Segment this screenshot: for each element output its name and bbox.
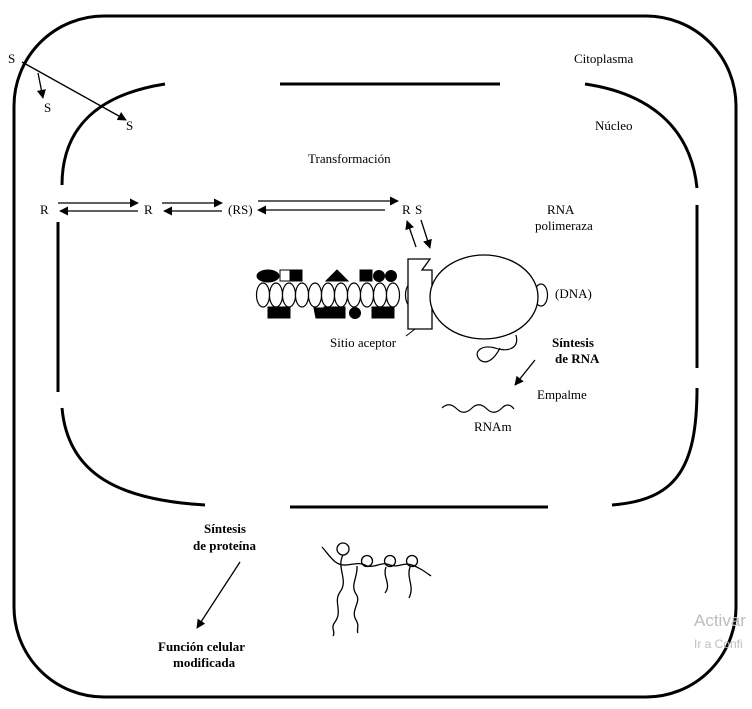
label-funcion-celular-1: Función celular [158, 639, 245, 654]
rna-synthesis-arrow [514, 359, 536, 386]
label-rna-polimeraza-2: polimeraza [535, 218, 593, 233]
nascent-rna-strand [476, 334, 518, 363]
mrna-strand [441, 404, 515, 413]
cell-membrane [12, 14, 738, 699]
label-sintesis-proteina-1: Síntesis [204, 521, 246, 536]
acceptor-site [407, 258, 433, 330]
signal-s-outer: S [8, 51, 15, 66]
label-empalme: Empalme [537, 387, 587, 402]
label-citoplasma: Citoplasma [574, 51, 633, 66]
receptor-r1: R [40, 202, 49, 217]
label-sintesis-rna-1: Síntesis [552, 335, 594, 350]
receptor-r2: R [144, 202, 153, 217]
label-rna-polimeraza-1: RNA [547, 202, 575, 217]
equilibrium-arrows [58, 196, 432, 249]
complex-rs: (RS) [228, 202, 253, 217]
rna-polymerase [429, 254, 539, 340]
signal-s-bound: S [415, 202, 422, 217]
signal-s-left: S [44, 100, 51, 115]
label-funcion-celular-2: modificada [173, 655, 236, 670]
nuclear-envelope [56, 82, 699, 509]
polysome [321, 542, 432, 637]
label-dna: (DNA) [555, 286, 592, 301]
watermark-line2: Ir a Confi [694, 637, 743, 651]
label-sintesis-rna-2: de RNA [555, 351, 600, 366]
watermark-line1: Activar [694, 611, 746, 630]
receptor-r3: R [402, 202, 411, 217]
label-sintesis-proteina-2: de proteína [193, 538, 256, 553]
acceptor-pointer-line [405, 328, 416, 337]
protein-synthesis-arrow [196, 561, 241, 629]
chromatin-proteins [256, 269, 397, 319]
label-sitio-aceptor: Sitio aceptor [330, 335, 397, 350]
signal-s-inner: S [126, 118, 133, 133]
label-rnam: RNAm [474, 419, 512, 434]
signal-entry-arrows [21, 61, 127, 121]
label-nucleo: Núcleo [595, 118, 633, 133]
label-transformacion: Transformación [308, 151, 391, 166]
